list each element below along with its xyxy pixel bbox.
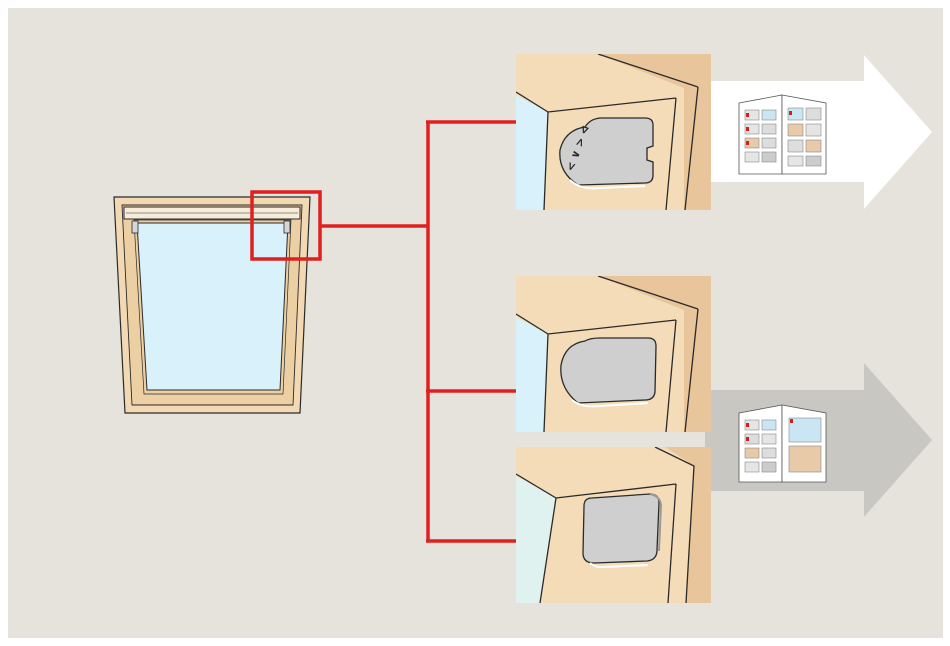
booklet-a-fig (788, 156, 803, 166)
booklet-a-fig (806, 156, 821, 166)
bracket-b-body (561, 338, 656, 403)
instruction-booklet-b (739, 405, 826, 482)
roof-window-illustration (114, 197, 310, 413)
booklet-b-mark (746, 437, 749, 441)
booklet-a-fig (806, 124, 821, 136)
booklet-b-fig (745, 448, 759, 458)
panel-a-glass (516, 95, 548, 210)
bracket-type-a: < ∨ > ⊲ (516, 54, 711, 210)
window-glass (137, 223, 288, 390)
booklet-b-fig (762, 420, 776, 430)
booklet-a-fig (762, 124, 776, 134)
bracket-type-c (516, 447, 711, 603)
booklet-b-mark (790, 419, 793, 423)
booklet-b-fig-large (789, 446, 821, 472)
booklet-a-fig (762, 152, 776, 162)
booklet-a-mark (789, 111, 792, 115)
right-bracket-mini (284, 221, 290, 233)
booklet-a-fig (788, 140, 803, 152)
booklet-a-fig (806, 140, 821, 152)
booklet-a-fig (762, 110, 776, 120)
instruction-booklet-a (739, 95, 826, 174)
bracket-c-body (583, 494, 659, 563)
booklet-b-fig (745, 462, 759, 472)
booklet-b-fig (762, 462, 776, 472)
booklet-a-mark (746, 113, 749, 117)
booklet-b-mark (746, 423, 749, 427)
booklet-a-mark (746, 141, 749, 145)
booklet-a-fig (788, 124, 803, 136)
booklet-a-fig (806, 108, 821, 120)
booklet-a-fig (762, 138, 776, 148)
booklet-b-fig (762, 448, 776, 458)
booklet-a-mark (746, 127, 749, 131)
panel-b-glass (516, 317, 548, 432)
booklet-b-fig-large (789, 418, 821, 442)
booklet-b-fig (762, 434, 776, 444)
left-bracket-mini (132, 221, 138, 233)
booklet-a-fig (745, 152, 759, 162)
bracket-type-b (516, 276, 711, 432)
